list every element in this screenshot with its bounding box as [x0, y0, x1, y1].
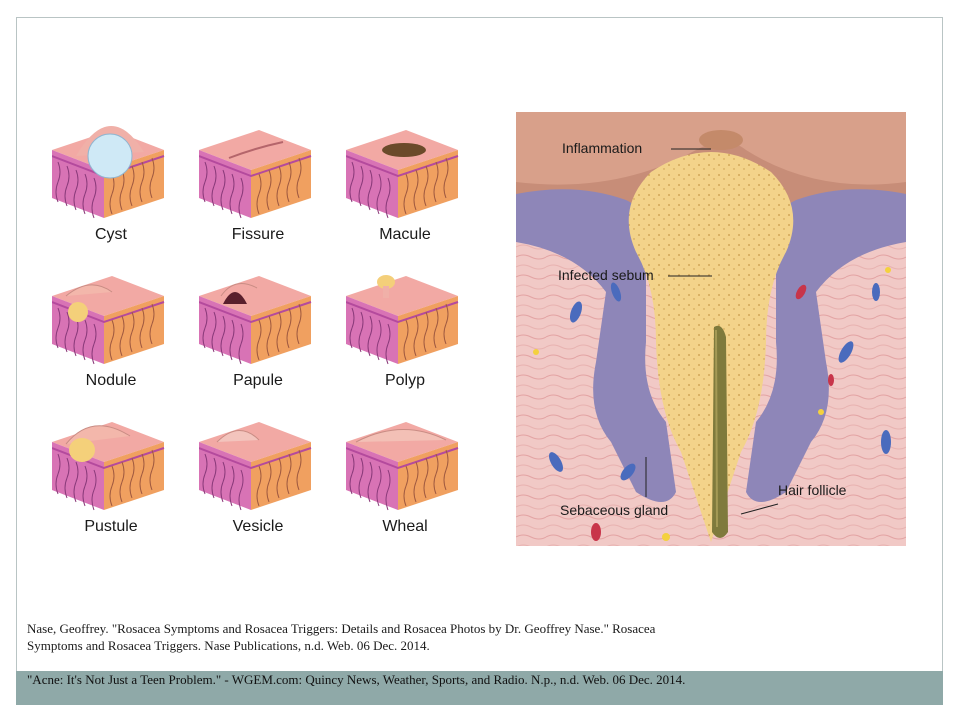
lesion-label: Papule	[233, 372, 283, 389]
lesion-label: Wheal	[382, 518, 428, 535]
lesion-illustration-nodule	[52, 276, 165, 365]
acne-cross-section-illustration	[516, 112, 906, 546]
lesion-cell-nodule: Nodule	[52, 266, 182, 416]
lesion-label: Nodule	[85, 372, 137, 389]
lesion-cell-polyp: Polyp	[346, 266, 476, 416]
lesion-cell-cyst: Cyst	[52, 120, 182, 270]
lesion-cell-wheal: Wheal	[346, 412, 476, 562]
lesion-cell-vesicle: Vesicle	[199, 412, 329, 562]
lesion-illustration-pustule	[52, 422, 165, 511]
footer-citation-bar: "Acne: It's Not Just a Teen Problem." - …	[16, 671, 943, 705]
lesion-illustration-vesicle	[199, 422, 312, 511]
callout-infected-sebum: Infected sebum	[558, 267, 654, 283]
lesion-label: Vesicle	[232, 518, 284, 535]
lesion-illustration-papule	[199, 276, 312, 365]
lesion-cell-fissure: Fissure	[199, 120, 329, 270]
lesion-label: Fissure	[231, 226, 285, 243]
lesion-cell-macule: Macule	[346, 120, 476, 270]
lesion-cell-pustule: Pustule	[52, 412, 182, 562]
callout-inflammation: Inflammation	[562, 140, 643, 156]
acne-cross-section-figure: Inflammation Infected sebum Sebaceous gl…	[516, 112, 906, 546]
lesion-illustration-cyst	[52, 125, 165, 219]
lesion-illustration-wheal	[346, 422, 459, 511]
citation-rosacea: Nase, Geoffrey. "Rosacea Symptoms and Ro…	[27, 621, 656, 653]
lesion-illustration-fissure	[199, 130, 312, 219]
lesion-illustration-macule	[346, 130, 459, 219]
callout-hair-follicle: Hair follicle	[778, 482, 847, 498]
callout-sebaceous-gland: Sebaceous gland	[560, 502, 669, 518]
lesion-label: Cyst	[95, 226, 127, 243]
citation-acne: "Acne: It's Not Just a Teen Problem." - …	[27, 672, 686, 687]
lesion-label: Macule	[379, 226, 431, 243]
lesion-illustration-polyp	[346, 275, 459, 365]
lesion-label: Polyp	[384, 372, 426, 389]
lesion-cell-papule: Papule	[199, 266, 329, 416]
lesion-label: Pustule	[84, 518, 138, 535]
